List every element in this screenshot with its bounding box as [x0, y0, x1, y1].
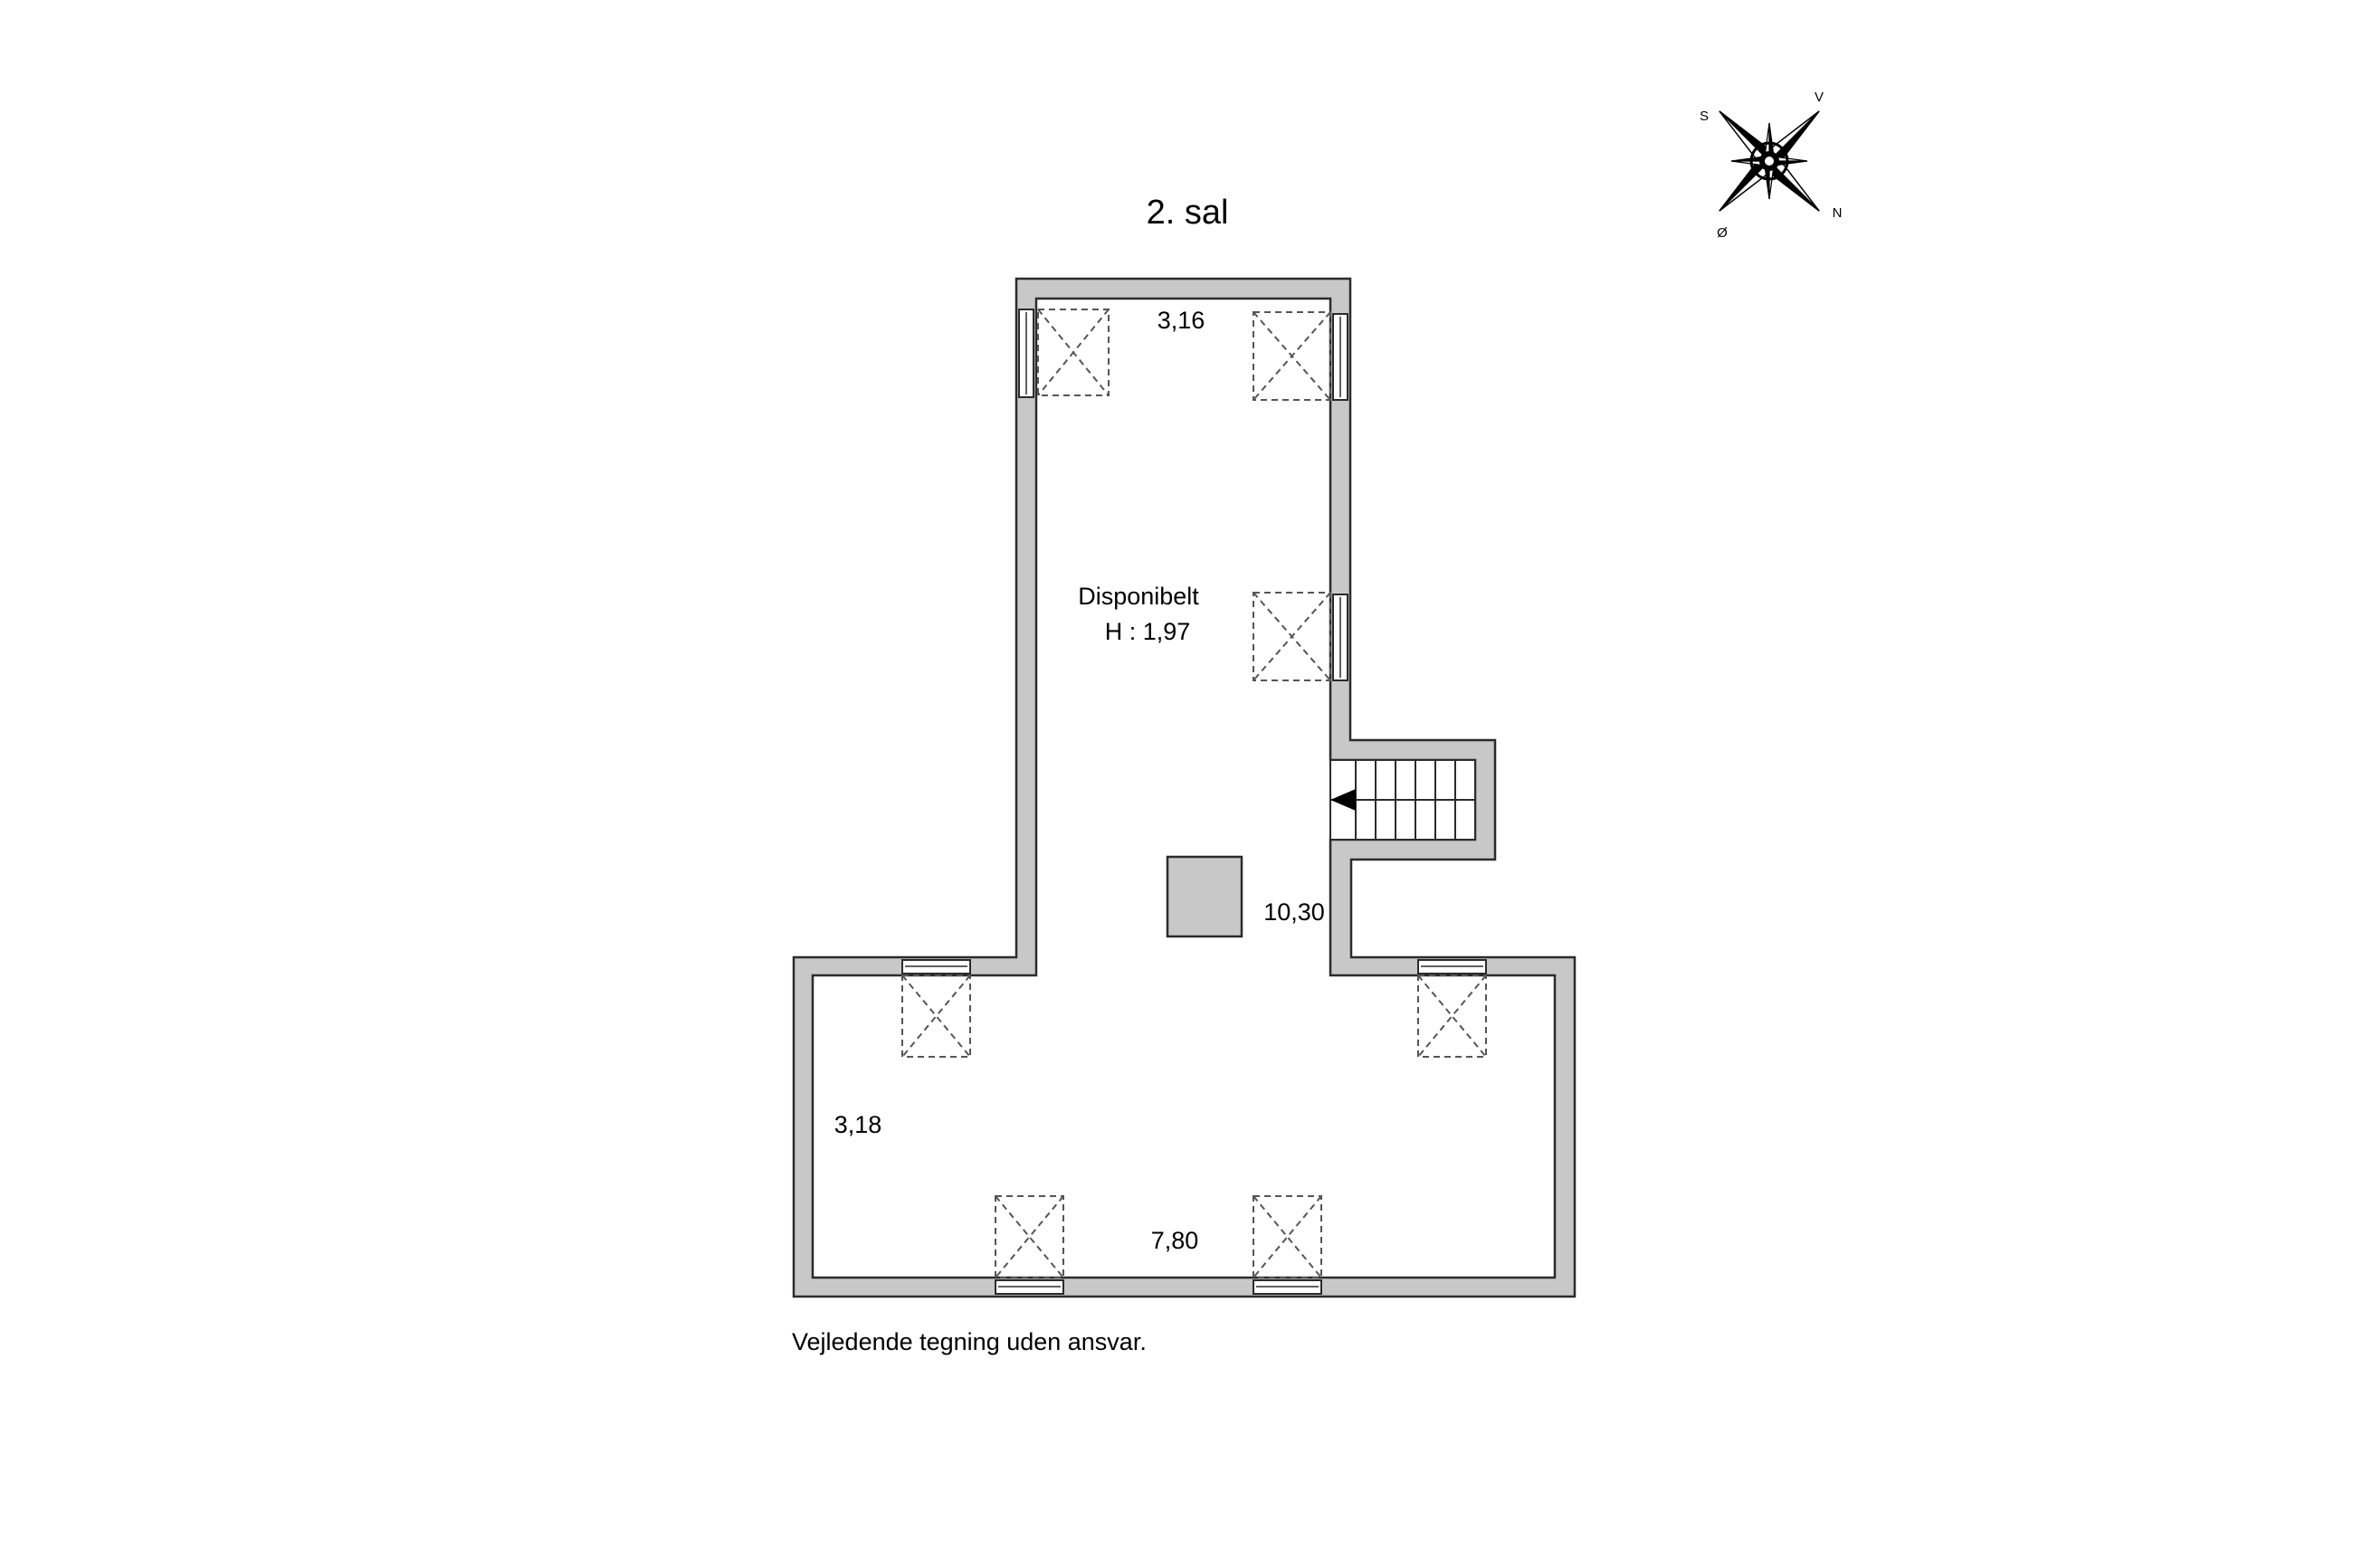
skylight-bottom-right [1253, 1195, 1322, 1278]
skylight-right-middle [1253, 592, 1331, 681]
arrow-left-icon [1330, 789, 1356, 811]
window-right-upper [1417, 959, 1487, 974]
window-bottom-left [995, 1279, 1064, 1295]
window-top-left [1018, 309, 1034, 398]
skylight-right-upper [1417, 974, 1487, 1058]
window-left-upper [901, 959, 971, 974]
skylight-top-right [1253, 311, 1331, 401]
skylight-bottom-left [995, 1195, 1064, 1278]
skylight-top-left [1037, 309, 1110, 396]
dimension-right-length: 10,30 [1263, 898, 1325, 926]
room-height: H : 1,97 [1105, 618, 1191, 645]
compass-rose-icon [1719, 110, 1820, 212]
disclaimer: Vejledende tegning uden ansvar. [792, 1328, 1147, 1355]
compass-label-south: S [1700, 109, 1709, 124]
skylight-left-upper [901, 974, 971, 1058]
window-top-right [1332, 313, 1348, 401]
dimension-left-width: 3,18 [834, 1111, 882, 1138]
window-right-middle [1332, 594, 1348, 681]
compass-label-east: Ø [1717, 225, 1728, 241]
window-bottom-right [1253, 1279, 1322, 1295]
floor-label: 2. sal [1147, 194, 1229, 232]
compass-label-north: N [1833, 205, 1843, 221]
chimney [1166, 855, 1243, 938]
dimension-top-width: 3,16 [1157, 307, 1205, 334]
room-name: Disponibelt [1078, 583, 1199, 610]
dimension-bottom-width: 7,80 [1151, 1227, 1199, 1254]
compass-label-west: V [1815, 90, 1824, 105]
